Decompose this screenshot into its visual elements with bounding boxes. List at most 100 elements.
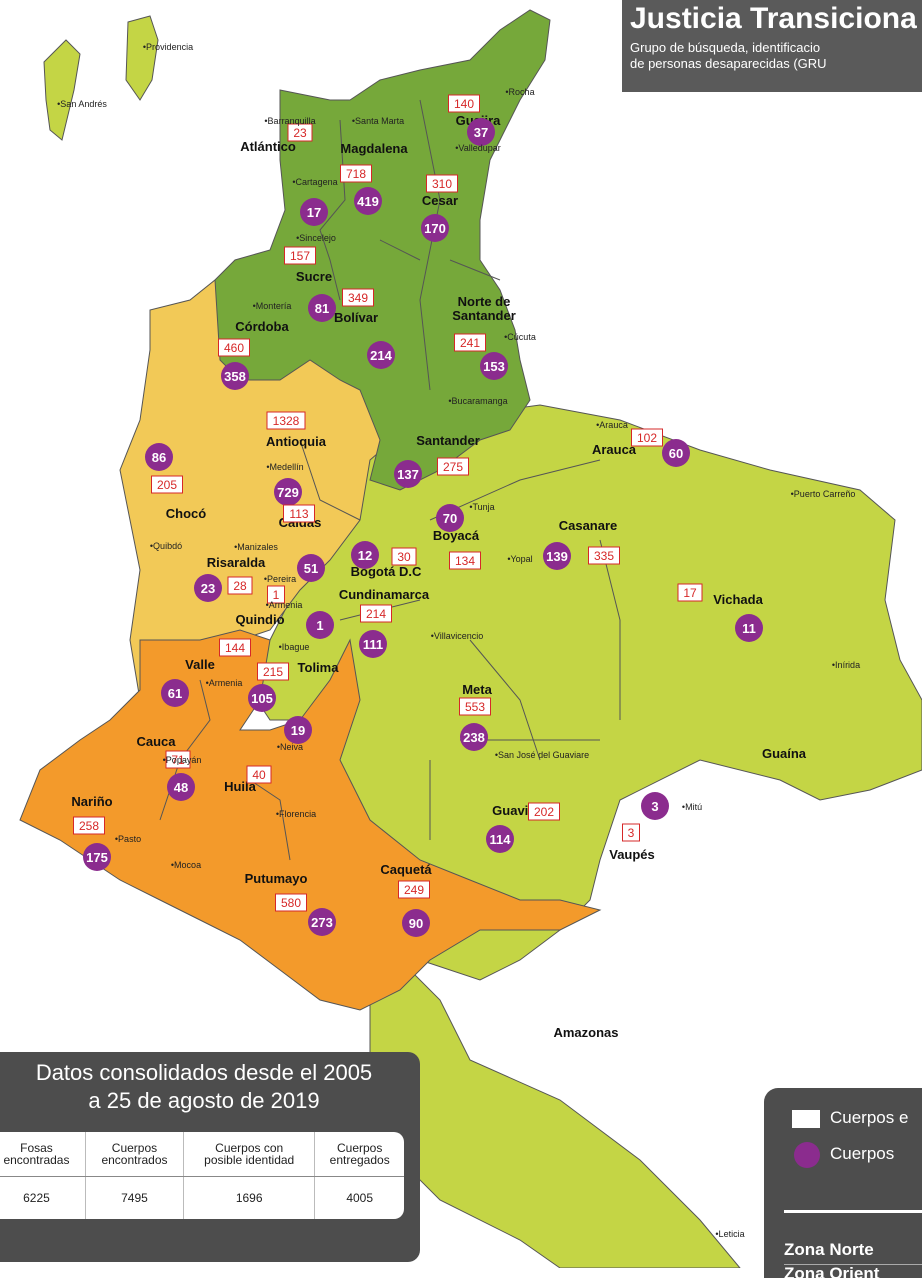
city-label: •Bucaramanga	[448, 396, 507, 406]
department-name: Santander	[452, 308, 516, 323]
delivered-count-badge[interactable]	[662, 439, 690, 467]
found-count: 553	[465, 700, 485, 714]
delivered-count-badge[interactable]	[300, 198, 328, 226]
department-name: Nariño	[71, 794, 112, 809]
island-providencia	[125, 15, 159, 101]
delivered-count-badge[interactable]	[297, 554, 325, 582]
delivered-count-badge[interactable]	[308, 294, 336, 322]
stat-value: 6225	[0, 1176, 86, 1219]
delivered-count-badge[interactable]	[394, 460, 422, 488]
delivered-count-badge[interactable]	[359, 630, 387, 658]
found-count-box	[227, 576, 253, 595]
found-count: 30	[397, 550, 411, 564]
city-label: •Valledupar	[455, 143, 501, 153]
delivered-count: 90	[409, 916, 423, 931]
delivered-count: 81	[315, 301, 329, 316]
map-labels: Guajira14037Atlántico2317Magdalena718419…	[57, 42, 860, 1239]
found-count: 1	[273, 588, 280, 602]
department-name: Santander	[416, 433, 480, 448]
delivered-count-badge[interactable]	[543, 542, 571, 570]
city-label: •Neiva	[277, 742, 303, 752]
department-name: Guaína	[762, 746, 807, 761]
delivered-count-badge[interactable]	[351, 541, 379, 569]
delivered-count: 358	[224, 369, 246, 384]
delivered-count-badge[interactable]	[308, 908, 336, 936]
delivered-count: 238	[463, 730, 485, 745]
delivered-count: 23	[201, 581, 215, 596]
delivered-count-badge[interactable]	[354, 187, 382, 215]
department-name: Quindio	[235, 612, 284, 627]
delivered-count-badge[interactable]	[480, 352, 508, 380]
city-label: •Villavicencio	[431, 631, 484, 641]
delivered-count-badge[interactable]	[436, 504, 464, 532]
found-count: 202	[534, 805, 554, 819]
delivered-count-badge[interactable]	[486, 825, 514, 853]
delivered-count: 419	[357, 194, 379, 209]
department-name: Amazonas	[553, 1025, 618, 1040]
found-count-box	[284, 246, 316, 265]
city-label: •Cartagena	[292, 177, 337, 187]
city-label: •Inírida	[832, 660, 860, 670]
delivered-count-badge[interactable]	[467, 118, 495, 146]
found-count-box	[165, 750, 191, 769]
delivered-count: 37	[474, 125, 488, 140]
delivered-count-badge[interactable]	[194, 574, 222, 602]
delivered-count: 19	[291, 723, 305, 738]
delivered-count: 61	[168, 686, 182, 701]
found-count-box	[73, 816, 105, 835]
city-label: •Barranquilla	[264, 116, 315, 126]
delivered-count-badge[interactable]	[161, 679, 189, 707]
island-san-andres	[43, 39, 81, 141]
department-name: Casanare	[559, 518, 618, 533]
delivered-count-badge[interactable]	[221, 362, 249, 390]
city-label: •Sincelejo	[296, 233, 336, 243]
found-count-box	[391, 547, 417, 566]
delivered-count-badge[interactable]	[641, 792, 669, 820]
found-count-box	[398, 880, 430, 899]
city-label: •Providencia	[143, 42, 193, 52]
department-name: Caquetá	[380, 862, 432, 877]
city-label: •Quibdó	[150, 541, 182, 551]
legend-item-1: Cuerpos e	[830, 1108, 909, 1127]
found-count: 134	[455, 554, 475, 568]
delivered-count-badge[interactable]	[367, 341, 395, 369]
city-label: •Popayán	[163, 755, 202, 765]
delivered-count: 11	[742, 621, 756, 636]
found-count-box	[677, 583, 703, 602]
delivered-count-badge[interactable]	[83, 843, 111, 871]
delivered-count-badge[interactable]	[306, 611, 334, 639]
found-count-box	[340, 164, 372, 183]
found-count: 718	[346, 167, 366, 181]
found-count: 349	[348, 291, 368, 305]
found-count: 40	[252, 768, 266, 782]
delivered-count-badge[interactable]	[460, 723, 488, 751]
delivered-count-badge[interactable]	[735, 614, 763, 642]
delivered-count: 273	[311, 915, 333, 930]
title-banner: Justicia Transiciona Grupo de búsqueda, …	[622, 0, 922, 92]
department-name: Magdalena	[340, 141, 408, 156]
found-count: 71	[171, 753, 185, 767]
delivered-count: 170	[424, 221, 446, 236]
subtitle-line-1: Grupo de búsqueda, identificacio	[630, 40, 821, 55]
delivered-count-badge[interactable]	[402, 909, 430, 937]
delivered-count-badge[interactable]	[167, 773, 195, 801]
city-label: •Rocha	[505, 87, 534, 97]
city-label: •Armenia	[266, 600, 303, 610]
found-count: 214	[366, 607, 386, 621]
department-name: Antioquia	[266, 434, 327, 449]
stat-value: 4005	[346, 1191, 374, 1205]
found-count: 460	[224, 341, 244, 355]
found-count: 113	[289, 507, 308, 521]
delivered-count-badge[interactable]	[274, 478, 302, 506]
legend-divider	[784, 1210, 922, 1213]
found-count: 23	[293, 126, 307, 140]
city-label: •Arauca	[596, 420, 628, 430]
delivered-count-badge[interactable]	[284, 716, 312, 744]
delivered-count-badge[interactable]	[248, 684, 276, 712]
delivered-count-badge[interactable]	[421, 214, 449, 242]
delivered-count-badge[interactable]	[145, 443, 173, 471]
city-label: •Leticia	[715, 1229, 744, 1239]
